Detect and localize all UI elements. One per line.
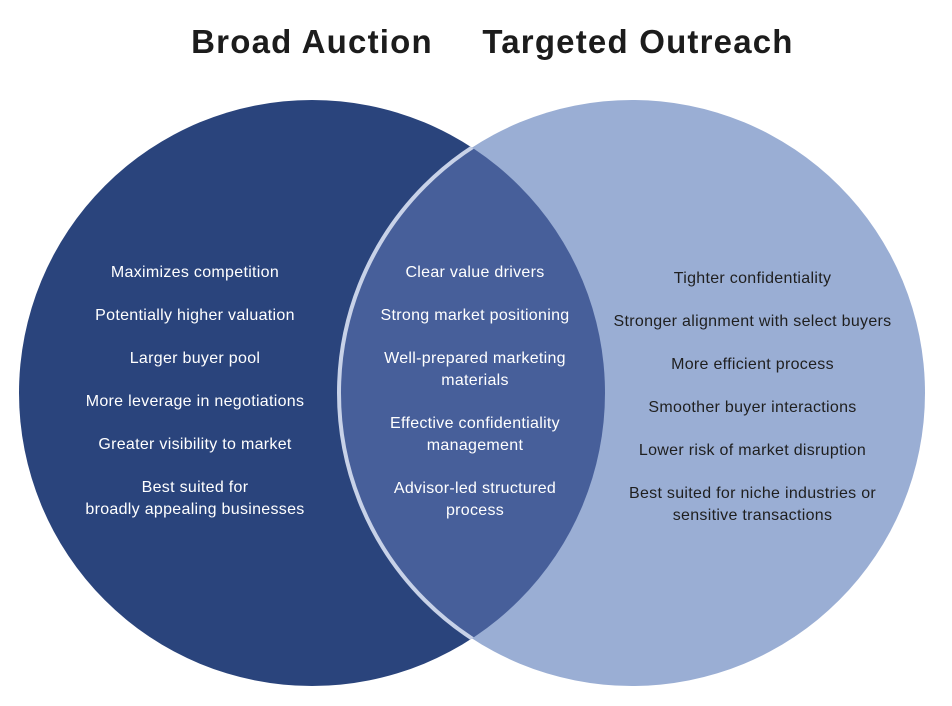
targeted-outreach-item: Best suited for niche industries or sens…	[628, 485, 877, 524]
broad-auction-item: Larger buyer pool	[129, 350, 261, 367]
targeted-outreach-item: Stronger alignment with select buyers	[613, 313, 892, 330]
broad-auction-item: Greater visibility to market	[98, 436, 292, 453]
broad-auction-item: Best suited for broadly appealing busine…	[85, 479, 305, 518]
broad-auction-list: Maximizes competition Potentially higher…	[60, 262, 330, 542]
overlap-item: Effective confidentiality management	[390, 415, 560, 454]
targeted-outreach-item: Lower risk of market disruption	[638, 442, 867, 459]
title-targeted-outreach: Targeted Outreach	[482, 23, 794, 60]
broad-auction-item: More leverage in negotiations	[85, 393, 305, 410]
targeted-outreach-item: Smoother buyer interactions	[648, 399, 857, 416]
broad-auction-item: Potentially higher valuation	[95, 307, 295, 324]
overlap-item: Clear value drivers	[405, 264, 545, 281]
overlap-list: Clear value drivers Strong market positi…	[360, 262, 590, 543]
targeted-outreach-item: More efficient process	[671, 356, 834, 373]
overlap-region	[339, 100, 605, 686]
right-circle-outline	[337, 100, 605, 686]
targeted-outreach-item: Tighter confidentiality	[673, 270, 832, 287]
overlap-item: Well-prepared marketing materials	[384, 350, 566, 389]
overlap-item: Advisor-led structured process	[393, 480, 557, 519]
broad-auction-item: Maximizes competition	[110, 264, 280, 281]
overlap-item: Strong market positioning	[380, 307, 570, 324]
targeted-outreach-list: Tighter confidentiality Stronger alignme…	[600, 268, 905, 548]
title-broad-auction: Broad Auction	[191, 23, 433, 60]
